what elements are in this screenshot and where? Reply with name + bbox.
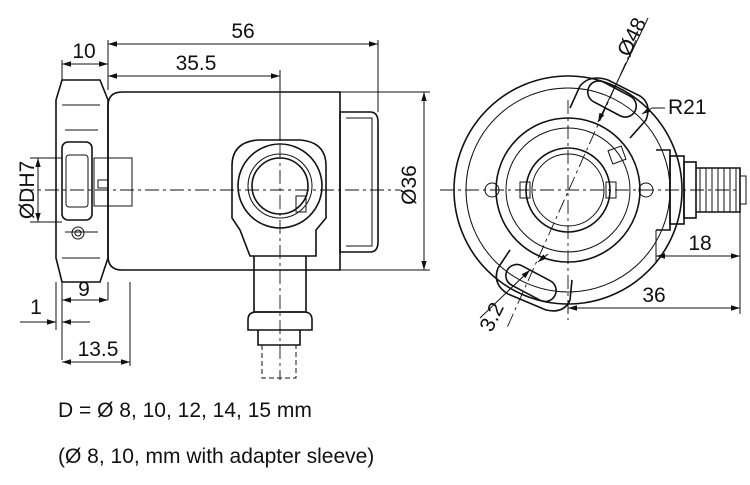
dim-connector-length: 18 bbox=[688, 232, 711, 255]
dim-bore: ØDH7 bbox=[16, 161, 39, 219]
note-bore-sizes: D = Ø 8, 10, 12, 14, 15 mm bbox=[58, 399, 312, 422]
dim-flange-width: 10 bbox=[72, 40, 95, 63]
side-view: 56 10 35.5 ØDH7 Ø36 9 1 13.5 bbox=[16, 20, 430, 380]
dim-body-diameter: Ø36 bbox=[398, 165, 421, 205]
dim-flange-diameter: Ø48 bbox=[613, 14, 651, 60]
dim-slot-width: 3.2 bbox=[475, 299, 508, 335]
dim-port-position: 35.5 bbox=[176, 52, 217, 75]
note-adapter: (Ø 8, 10, mm with adapter sleeve) bbox=[58, 445, 374, 468]
dim-radius: R21 bbox=[668, 96, 707, 119]
front-view: Ø48 R21 18 36 3.2 bbox=[440, 14, 747, 335]
lower-slot-tab bbox=[495, 249, 573, 312]
dim-offset-36: 36 bbox=[642, 284, 665, 307]
upper-slot-tab bbox=[569, 77, 649, 139]
screw-hole bbox=[71, 226, 85, 240]
dim-overall-length: 56 bbox=[231, 20, 254, 43]
shaft-insert bbox=[93, 157, 133, 207]
rear-cap bbox=[339, 111, 379, 253]
cable-gland bbox=[231, 139, 327, 379]
dim-step-9: 9 bbox=[78, 278, 90, 301]
housing bbox=[107, 91, 341, 271]
clamp-ring bbox=[55, 79, 109, 283]
dim-depth: 13.5 bbox=[78, 338, 119, 361]
dim-step-1: 1 bbox=[30, 296, 42, 319]
bore-clamp bbox=[61, 141, 93, 221]
